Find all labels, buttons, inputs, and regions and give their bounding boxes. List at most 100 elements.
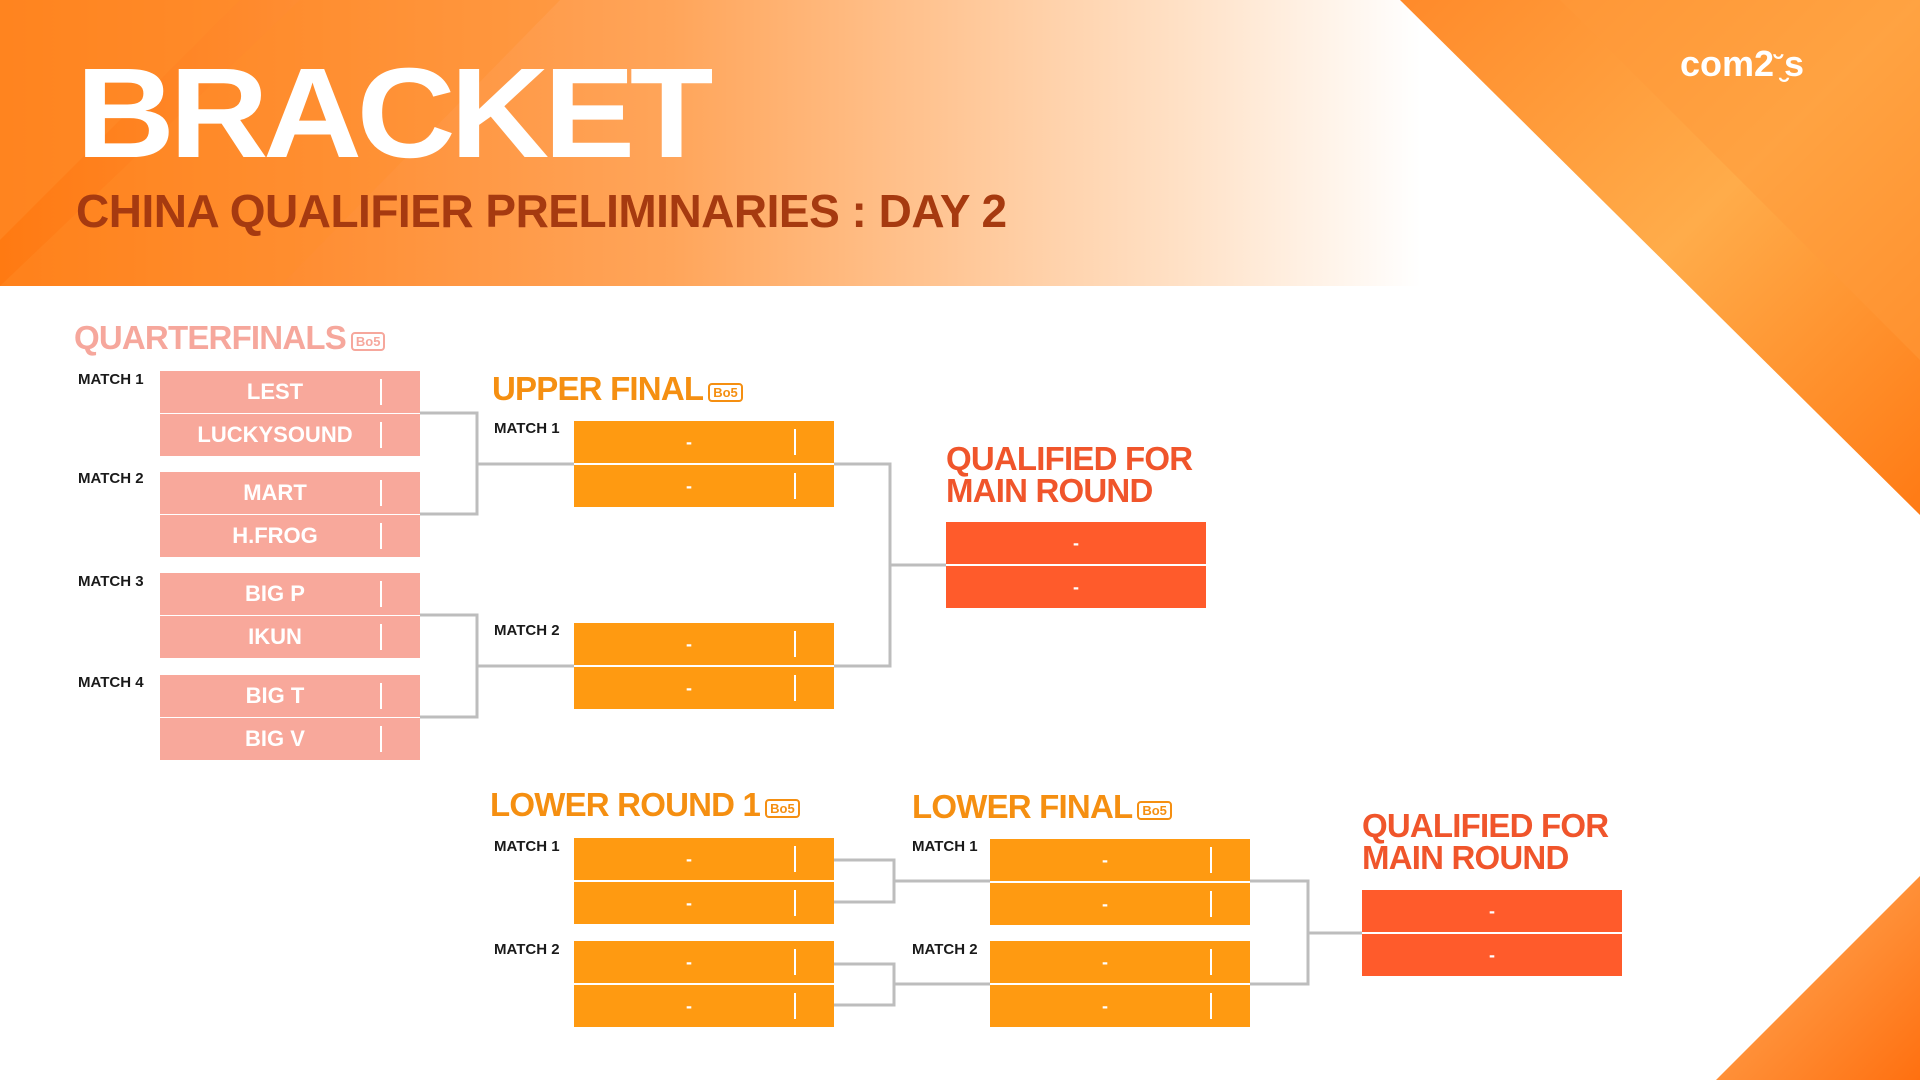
score-divider <box>1210 847 1212 873</box>
qualified-upper-title-line-1: QUALIFIED FOR <box>946 440 1193 477</box>
quarterfinals-format-badge: Bo5 <box>350 332 386 351</box>
team-name: LUCKYSOUND <box>197 422 353 447</box>
team-name: - <box>1489 944 1495 965</box>
uf-match-2-team-1: - <box>574 623 834 665</box>
lr1-match-1-team-1: - <box>574 838 834 880</box>
score-divider <box>1210 993 1212 1019</box>
lf-match-2-label: MATCH 2 <box>912 941 978 958</box>
team-name: - <box>686 951 692 972</box>
smile-icon: ˘̮ <box>1774 50 1785 83</box>
team-name: H.FROG <box>232 523 318 548</box>
team-name: - <box>686 677 692 698</box>
score-divider <box>794 890 796 916</box>
lf-match-1-team-2: - <box>990 883 1250 925</box>
score-divider <box>1210 949 1212 975</box>
team-name: - <box>1073 576 1079 597</box>
team-name: - <box>686 848 692 869</box>
qualified-upper-team-2: - <box>946 566 1206 608</box>
team-name: LEST <box>246 379 304 404</box>
team-name: - <box>686 633 692 654</box>
qf-match-2-team-1: MART <box>160 472 420 514</box>
score-divider <box>380 726 382 752</box>
score-divider <box>380 480 382 506</box>
qf-match-3-team-1: BIG P <box>160 573 420 615</box>
team-name: MART <box>243 480 307 505</box>
team-name: BIG V <box>245 726 305 751</box>
qf-match-2-team-2: H.FROG <box>160 515 420 557</box>
qualified-lower-title-line-1: QUALIFIED FOR <box>1362 807 1609 844</box>
score-divider <box>794 949 796 975</box>
team-name: - <box>1489 900 1495 921</box>
qf-match-3-label: MATCH 3 <box>78 573 144 590</box>
lower-final-format-badge: Bo5 <box>1137 801 1172 820</box>
lr1-match-2-label: MATCH 2 <box>494 941 560 958</box>
upper-final-format-badge: Bo5 <box>708 383 743 402</box>
qf-match-1-team-2: LUCKYSOUND <box>160 414 420 456</box>
lr1-match-2-team-1: - <box>574 941 834 983</box>
team-name: - <box>1073 532 1079 553</box>
qualified-upper-heading: QUALIFIED FOR MAIN ROUND <box>946 440 1193 509</box>
qualified-lower-team-2: - <box>1362 934 1622 976</box>
upper-final-title: UPPER FINAL <box>492 370 704 407</box>
team-name: - <box>1102 951 1108 972</box>
lower-round-1-format-badge: Bo5 <box>765 799 800 818</box>
score-divider <box>794 993 796 1019</box>
qf-match-1-label: MATCH 1 <box>78 371 144 388</box>
score-divider <box>794 429 796 455</box>
logo-text: com2 <box>1680 43 1775 84</box>
team-name: - <box>686 995 692 1016</box>
qf-match-4-team-1: BIG T <box>160 675 420 717</box>
score-divider <box>380 683 382 709</box>
score-divider <box>794 473 796 499</box>
qf-match-1-team-1: LEST <box>160 371 420 413</box>
lr1-match-1-team-2: - <box>574 882 834 924</box>
lf-match-1-team-1: - <box>990 839 1250 881</box>
team-name: BIG T <box>245 683 305 708</box>
score-divider <box>380 624 382 650</box>
qualified-lower-heading: QUALIFIED FOR MAIN ROUND <box>1362 807 1609 876</box>
team-name: IKUN <box>248 624 302 649</box>
team-name: - <box>1102 893 1108 914</box>
score-divider <box>380 422 382 448</box>
team-name: - <box>1102 995 1108 1016</box>
uf-match-2-team-2: - <box>574 667 834 709</box>
page-subtitle: CHINA QUALIFIER PRELIMINARIES : DAY 2 <box>76 185 1007 237</box>
qf-match-4-label: MATCH 4 <box>78 674 144 691</box>
uf-match-1-label: MATCH 1 <box>494 420 560 437</box>
qualified-lower-team-1: - <box>1362 890 1622 932</box>
score-divider <box>380 379 382 405</box>
lower-round-1-title: LOWER ROUND 1 <box>490 786 761 823</box>
lr1-match-2-team-2: - <box>574 985 834 1027</box>
lr1-match-1-label: MATCH 1 <box>494 838 560 855</box>
qualified-upper-team-1: - <box>946 522 1206 564</box>
team-name: - <box>686 475 692 496</box>
lower-final-title: LOWER FINAL <box>912 788 1133 825</box>
score-divider <box>794 631 796 657</box>
uf-match-2-label: MATCH 2 <box>494 622 560 639</box>
score-divider <box>1210 891 1212 917</box>
lf-match-2-team-1: - <box>990 941 1250 983</box>
team-name: - <box>1102 849 1108 870</box>
team-name: - <box>686 892 692 913</box>
team-name: BIG P <box>245 581 305 606</box>
quarterfinals-title: QUARTERFINALS <box>74 319 347 356</box>
qf-match-4-team-2: BIG V <box>160 718 420 760</box>
qf-match-2-label: MATCH 2 <box>78 470 144 487</box>
score-divider <box>794 675 796 701</box>
lf-match-2-team-2: - <box>990 985 1250 1027</box>
page-title: BRACKET <box>76 42 713 185</box>
qf-match-3-team-2: IKUN <box>160 616 420 658</box>
score-divider <box>380 581 382 607</box>
qualified-lower-title-line-2: MAIN ROUND <box>1362 839 1569 876</box>
team-name: - <box>686 431 692 452</box>
score-divider <box>380 523 382 549</box>
uf-match-1-team-1: - <box>574 421 834 463</box>
uf-match-1-team-2: - <box>574 465 834 507</box>
lf-match-1-label: MATCH 1 <box>912 838 978 855</box>
score-divider <box>794 846 796 872</box>
qualified-upper-title-line-2: MAIN ROUND <box>946 472 1153 509</box>
